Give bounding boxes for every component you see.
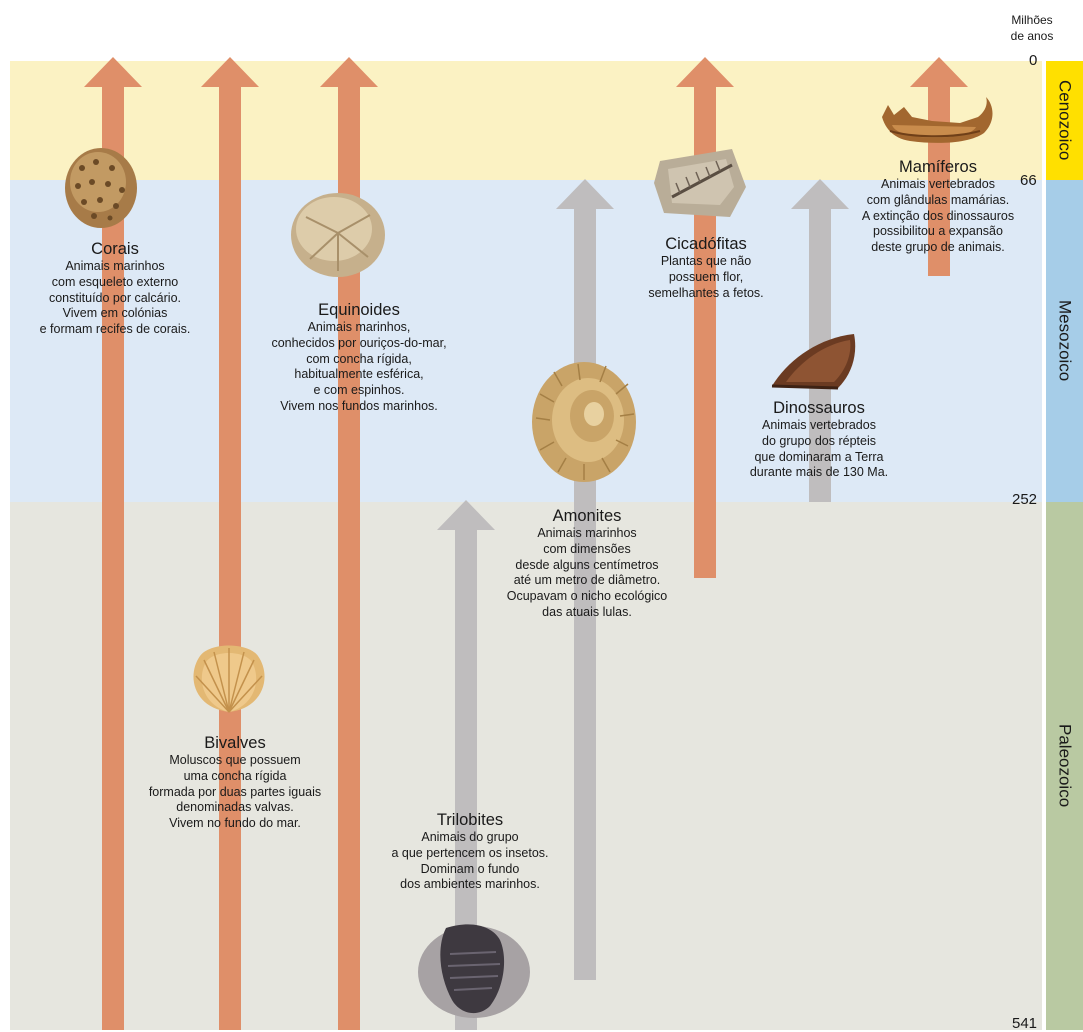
trilobite-fossil-image	[412, 918, 530, 1022]
group-name: Equinoides	[249, 300, 469, 320]
desc-line: Moluscos que possuem	[115, 753, 355, 769]
desc-line: uma concha rígida	[115, 769, 355, 785]
ammonite-fossil-image	[528, 358, 640, 488]
desc-line: Vivem nos fundos marinhos.	[249, 399, 469, 415]
desc-line: a que pertencem os insetos.	[365, 846, 575, 862]
desc-line: A extinção dos dinossauros	[838, 209, 1038, 225]
group-label-mamiferos: Mamíferos Animais vertebrados com glându…	[838, 157, 1038, 256]
cycad-fossil-image	[650, 143, 750, 223]
group-name: Bivalves	[115, 733, 355, 753]
group-name: Corais	[20, 239, 210, 259]
desc-line: Vivem no fundo do mar.	[115, 816, 355, 832]
group-name: Cicadófitas	[620, 234, 792, 254]
desc-line: Vivem em colónias	[20, 306, 210, 322]
group-label-bivalves: Bivalves Moluscos que possuem uma concha…	[115, 733, 355, 832]
desc-line: Animais vertebrados	[730, 418, 908, 434]
desc-line: denominadas valvas.	[115, 800, 355, 816]
group-label-corais: Corais Animais marinhos com esqueleto ex…	[20, 239, 210, 338]
desc-line: com concha rígida,	[249, 352, 469, 368]
group-name: Trilobites	[365, 810, 575, 830]
desc-line: com dimensões	[480, 542, 694, 558]
desc-line: Animais marinhos,	[249, 320, 469, 336]
desc-line: conhecidos por ouriços-do-mar,	[249, 336, 469, 352]
group-desc: Animais vertebrados do grupo dos répteis…	[730, 418, 908, 481]
group-name: Mamíferos	[838, 157, 1038, 177]
desc-line: com glândulas mamárias.	[838, 193, 1038, 209]
bivalve-fossil-image	[184, 636, 274, 716]
arrow-bivalves	[201, 57, 259, 1030]
desc-line: desde alguns centímetros	[480, 558, 694, 574]
desc-line: formada por duas partes iguais	[115, 785, 355, 801]
desc-line: que dominaram a Terra	[730, 450, 908, 466]
desc-line: com esqueleto externo	[20, 275, 210, 291]
desc-line: Animais marinhos	[480, 526, 694, 542]
desc-line: Dominam o fundo	[365, 862, 575, 878]
desc-line: e formam recifes de corais.	[20, 322, 210, 338]
mammal-jaw-fossil-image	[880, 95, 998, 151]
desc-line: Animais do grupo	[365, 830, 575, 846]
group-desc: Animais marinhos, conhecidos por ouriços…	[249, 320, 469, 415]
desc-line: Animais vertebrados	[838, 177, 1038, 193]
desc-line: possibilitou a expansão	[838, 224, 1038, 240]
group-desc: Animais marinhos com dimensões desde alg…	[480, 526, 694, 621]
desc-line: e com espinhos.	[249, 383, 469, 399]
desc-line: deste grupo de animais.	[838, 240, 1038, 256]
arrow-cicadofitas	[676, 57, 734, 578]
group-desc: Animais vertebrados com glândulas mamári…	[838, 177, 1038, 256]
group-desc: Animais marinhos com esqueleto externo c…	[20, 259, 210, 338]
desc-line: do grupo dos répteis	[730, 434, 908, 450]
desc-line: semelhantes a fetos.	[620, 286, 792, 302]
group-name: Amonites	[480, 506, 694, 526]
echinoid-fossil-image	[288, 185, 388, 280]
group-label-trilobites: Trilobites Animais do grupo a que perten…	[365, 810, 575, 893]
group-label-equinoides: Equinoides Animais marinhos, conhecidos …	[249, 300, 469, 415]
group-desc: Animais do grupo a que pertencem os inse…	[365, 830, 575, 893]
group-desc: Moluscos que possuem uma concha rígida f…	[115, 753, 355, 832]
desc-line: até um metro de diâmetro.	[480, 573, 694, 589]
desc-line: habitualmente esférica,	[249, 367, 469, 383]
desc-line: constituído por calcário.	[20, 291, 210, 307]
desc-line: Animais marinhos	[20, 259, 210, 275]
group-label-dinossauros: Dinossauros Animais vertebrados do grupo…	[730, 398, 908, 481]
group-label-amonites: Amonites Animais marinhos com dimensões …	[480, 506, 694, 621]
desc-line: durante mais de 130 Ma.	[730, 465, 908, 481]
desc-line: possuem flor,	[620, 270, 792, 286]
dinosaur-tooth-fossil-image	[768, 330, 864, 392]
group-label-cicadofitas: Cicadófitas Plantas que não possuem flor…	[620, 234, 792, 301]
coral-fossil-image	[60, 138, 142, 234]
desc-line: das atuais lulas.	[480, 605, 694, 621]
desc-line: dos ambientes marinhos.	[365, 877, 575, 893]
desc-line: Plantas que não	[620, 254, 792, 270]
group-desc: Plantas que não possuem flor, semelhante…	[620, 254, 792, 301]
group-name: Dinossauros	[730, 398, 908, 418]
desc-line: Ocupavam o nicho ecológico	[480, 589, 694, 605]
